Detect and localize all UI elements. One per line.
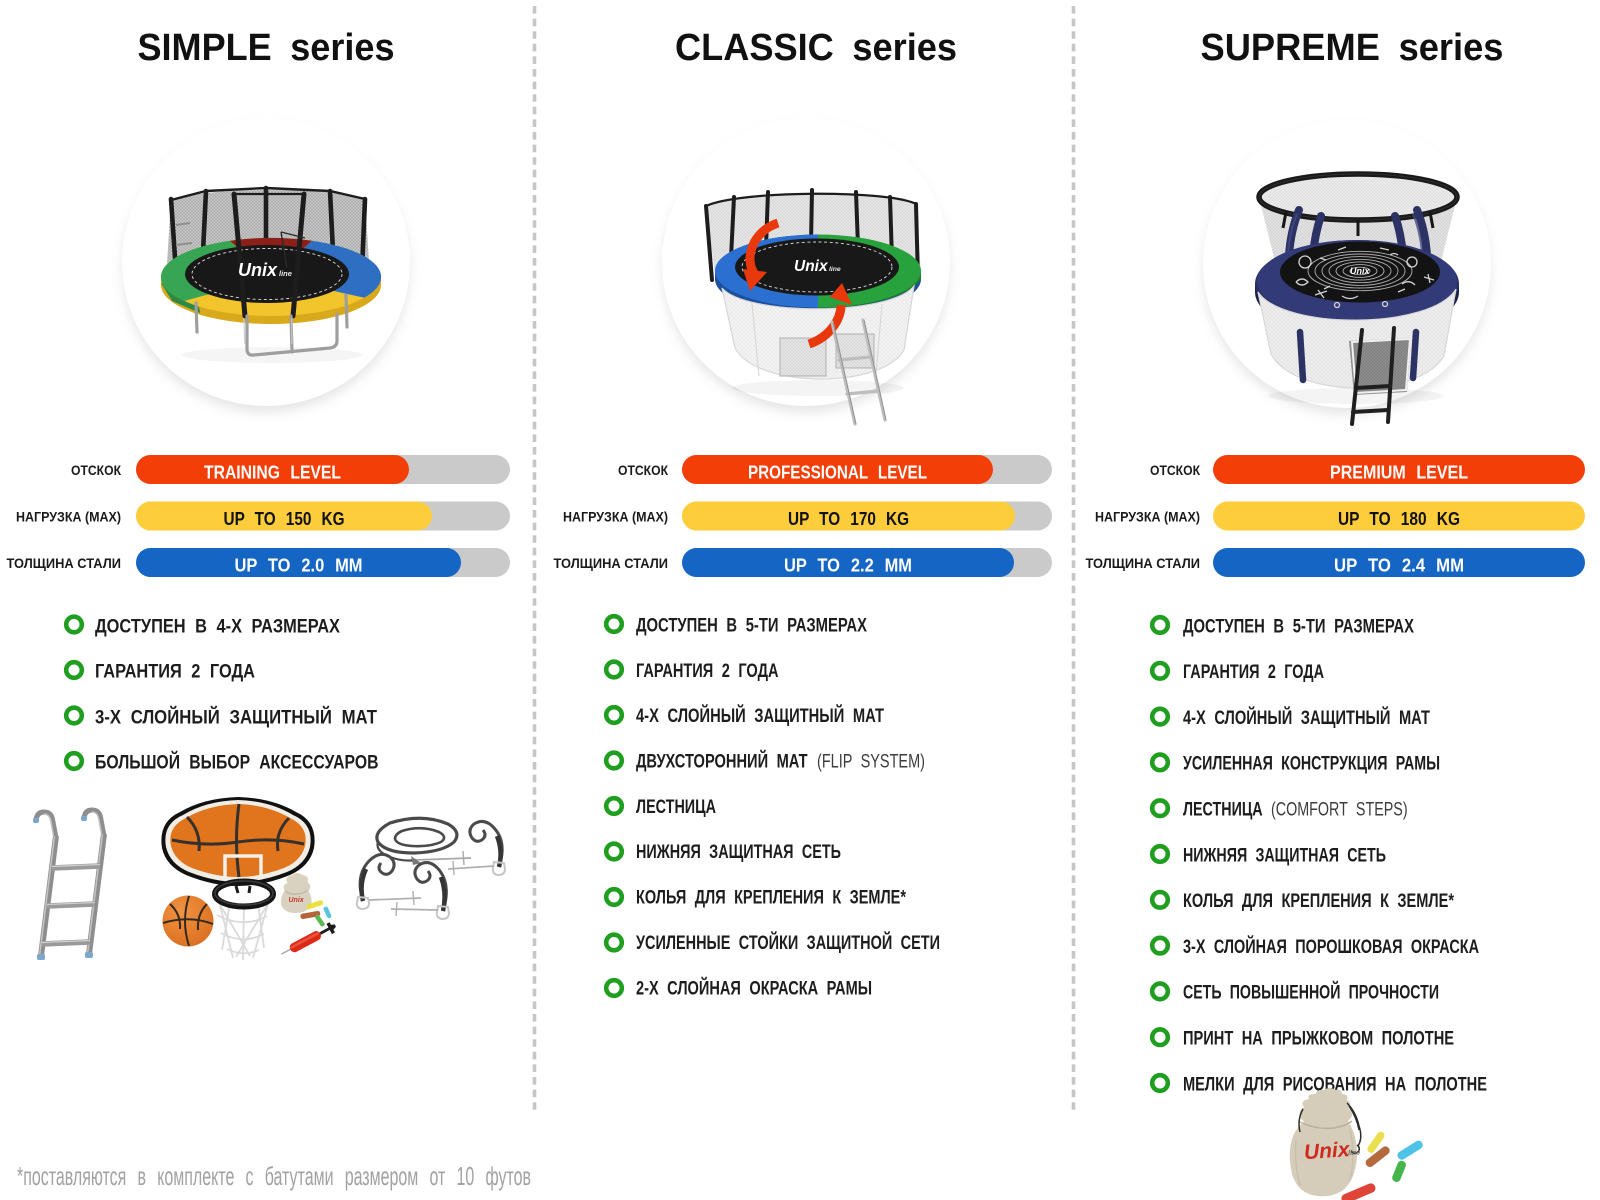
svg-text:(COMFORT STEPS): (COMFORT STEPS) (1271, 799, 1408, 821)
svg-text:ОТСКОК: ОТСКОК (618, 463, 669, 478)
svg-text:НАГРУЗКА (MAX): НАГРУЗКА (MAX) (563, 510, 668, 525)
svg-text:2-Х СЛОЙНАЯ ОКРАСКА РАМЫ: 2-Х СЛОЙНАЯ ОКРАСКА РАМЫ (636, 975, 872, 999)
svg-text:TRAINING LEVEL: TRAINING LEVEL (204, 462, 341, 483)
svg-text:СЕТЬ ПОВЫШЕННОЙ ПРОЧНОСТИ: СЕТЬ ПОВЫШЕННОЙ ПРОЧНОСТИ (1183, 980, 1439, 1004)
svg-text:line: line (1348, 1149, 1361, 1157)
svg-text:ПРИНТ НА ПРЫЖКОВОМ ПОЛОТНЕ: ПРИНТ НА ПРЫЖКОВОМ ПОЛОТНЕ (1183, 1028, 1454, 1050)
svg-text:UP TO 2.2 MM: UP TO 2.2 MM (784, 555, 912, 576)
svg-text:line: line (829, 266, 841, 273)
svg-text:ТОЛЩИНА СТАЛИ: ТОЛЩИНА СТАЛИ (1086, 556, 1201, 571)
svg-text:UP TO 2.4 MM: UP TO 2.4 MM (1334, 555, 1464, 576)
svg-text:SIMPLE series: SIMPLE series (138, 27, 395, 69)
svg-text:УСИЛЕННЫЕ СТОЙКИ ЗАЩИТНОЙ СЕТИ: УСИЛЕННЫЕ СТОЙКИ ЗАЩИТНОЙ СЕТИ (636, 930, 940, 954)
svg-text:Unix: Unix (289, 897, 305, 904)
svg-text:ГАРАНТИЯ 2 ГОДА: ГАРАНТИЯ 2 ГОДА (636, 660, 779, 682)
svg-text:НИЖНЯЯ ЗАЩИТНАЯ СЕТЬ: НИЖНЯЯ ЗАЩИТНАЯ СЕТЬ (636, 841, 841, 863)
svg-text:МЕЛКИ ДЛЯ РИСОВАНИЯ НА ПОЛОТНЕ: МЕЛКИ ДЛЯ РИСОВАНИЯ НА ПОЛОТНЕ (1183, 1073, 1487, 1095)
svg-text:ГАРАНТИЯ 2 ГОДА: ГАРАНТИЯ 2 ГОДА (95, 660, 255, 682)
svg-text:НАГРУЗКА (MAX): НАГРУЗКА (MAX) (16, 510, 121, 525)
svg-text:*поставляются в комплекте с ба: *поставляются в комплекте с батутами раз… (17, 1161, 531, 1191)
svg-text:КОЛЬЯ ДЛЯ КРЕПЛЕНИЯ К ЗЕМЛЕ*: КОЛЬЯ ДЛЯ КРЕПЛЕНИЯ К ЗЕМЛЕ* (1183, 890, 1454, 912)
svg-text:Unix: Unix (1303, 1138, 1351, 1164)
svg-text:PROFESSIONAL LEVEL: PROFESSIONAL LEVEL (748, 462, 927, 483)
svg-text:КОЛЬЯ ДЛЯ КРЕПЛЕНИЯ К ЗЕМЛЕ*: КОЛЬЯ ДЛЯ КРЕПЛЕНИЯ К ЗЕМЛЕ* (636, 887, 906, 909)
svg-text:UP TO 170 KG: UP TO 170 KG (788, 508, 909, 529)
svg-text:ДВУХСТОРОННИЙ МАТ: ДВУХСТОРОННИЙ МАТ (636, 749, 808, 773)
svg-text:УСИЛЕННАЯ КОНСТРУКЦИЯ РАМЫ: УСИЛЕННАЯ КОНСТРУКЦИЯ РАМЫ (1183, 753, 1440, 775)
svg-text:CLASSIC series: CLASSIC series (675, 27, 957, 69)
svg-text:(FLIP SYSTEM): (FLIP SYSTEM) (817, 751, 925, 773)
svg-text:UP TO 150 KG: UP TO 150 KG (224, 508, 345, 529)
svg-text:ЛЕСТНИЦА: ЛЕСТНИЦА (1183, 799, 1263, 821)
svg-text:ДОСТУПЕН В 5-ТИ РАЗМЕРАХ: ДОСТУПЕН В 5-ТИ РАЗМЕРАХ (636, 614, 868, 636)
svg-text:3-Х СЛОЙНАЯ ПОРОШКОВАЯ ОКРАСКА: 3-Х СЛОЙНАЯ ПОРОШКОВАЯ ОКРАСКА (1183, 934, 1479, 958)
svg-text:PREMIUM LEVEL: PREMIUM LEVEL (1330, 462, 1468, 483)
svg-text:4-Х СЛОЙНЫЙ ЗАЩИТНЫЙ МАТ: 4-Х СЛОЙНЫЙ ЗАЩИТНЫЙ МАТ (1183, 705, 1430, 729)
svg-text:UP TO 2.0 MM: UP TO 2.0 MM (235, 555, 363, 576)
svg-text:line: line (279, 269, 292, 278)
svg-text:ЛЕСТНИЦА: ЛЕСТНИЦА (636, 796, 716, 818)
svg-text:ДОСТУПЕН В 5-ТИ РАЗМЕРАХ: ДОСТУПЕН В 5-ТИ РАЗМЕРАХ (1183, 615, 1415, 637)
svg-text:ОТСКОК: ОТСКОК (71, 463, 122, 478)
svg-text:3-Х СЛОЙНЫЙ ЗАЩИТНЫЙ МАТ: 3-Х СЛОЙНЫЙ ЗАЩИТНЫЙ МАТ (95, 704, 377, 728)
svg-text:ТОЛЩИНА СТАЛИ: ТОЛЩИНА СТАЛИ (554, 556, 669, 571)
svg-text:НАГРУЗКА (MAX): НАГРУЗКА (MAX) (1095, 510, 1200, 525)
svg-text:ТОЛЩИНА СТАЛИ: ТОЛЩИНА СТАЛИ (7, 556, 122, 571)
svg-text:ГАРАНТИЯ 2 ГОДА: ГАРАНТИЯ 2 ГОДА (1183, 661, 1324, 683)
svg-text:ОТСКОК: ОТСКОК (1150, 463, 1201, 478)
svg-text:Unix: Unix (1350, 266, 1370, 276)
svg-text:UP TO 180 KG: UP TO 180 KG (1338, 508, 1460, 529)
svg-text:Unix: Unix (238, 260, 278, 280)
svg-text:ДОСТУПЕН В 4-Х РАЗМЕРАХ: ДОСТУПЕН В 4-Х РАЗМЕРАХ (95, 615, 341, 637)
svg-text:SUPREME series: SUPREME series (1201, 27, 1504, 69)
svg-text:БОЛЬШОЙ ВЫБОР АКСЕССУАРОВ: БОЛЬШОЙ ВЫБОР АКСЕССУАРОВ (95, 749, 379, 773)
svg-text:4-Х СЛОЙНЫЙ ЗАЩИТНЫЙ МАТ: 4-Х СЛОЙНЫЙ ЗАЩИТНЫЙ МАТ (636, 703, 884, 727)
svg-text:Unix: Unix (794, 258, 829, 275)
svg-text:НИЖНЯЯ ЗАЩИТНАЯ СЕТЬ: НИЖНЯЯ ЗАЩИТНАЯ СЕТЬ (1183, 844, 1386, 866)
